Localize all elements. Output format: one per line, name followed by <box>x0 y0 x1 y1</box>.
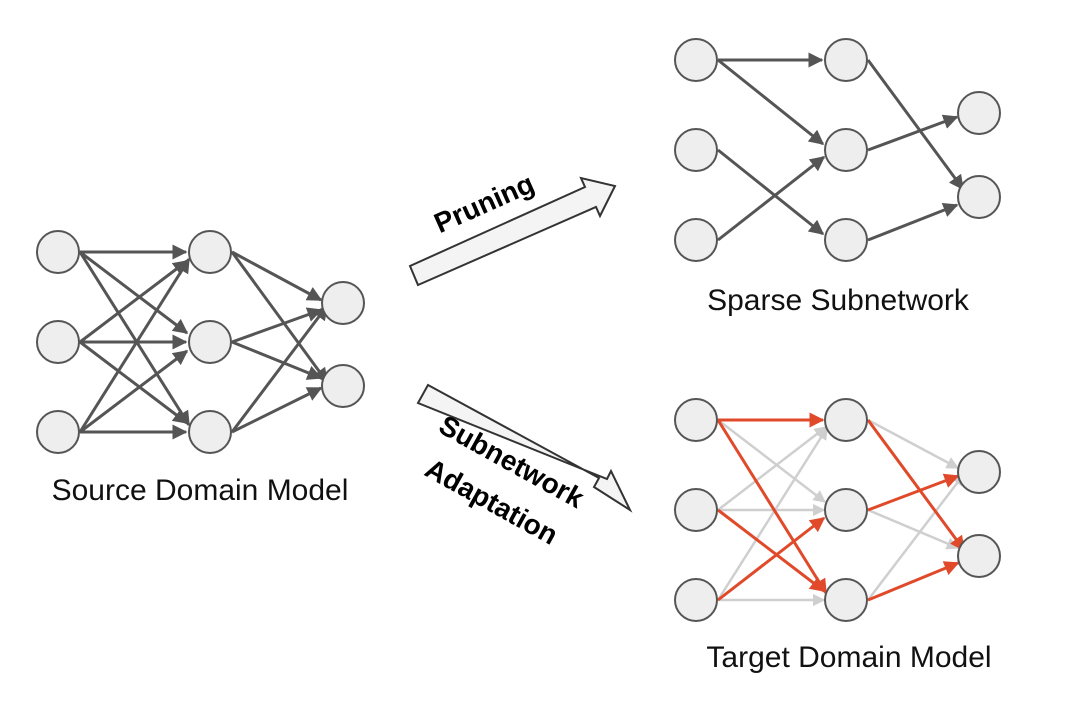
source-output-node-2 <box>321 364 365 408</box>
target-hidden-node-1 <box>824 398 868 442</box>
target-hidden-node-3 <box>824 578 868 622</box>
source-hidden-node-1 <box>188 230 232 274</box>
source-caption: Source Domain Model <box>52 474 349 507</box>
sparse-network: Sparse Subnetwork <box>674 38 1001 317</box>
target-input-node-2 <box>674 488 718 532</box>
sparse-hidden-node-3 <box>824 218 868 262</box>
sparse-output-node-1 <box>957 91 1001 135</box>
sparse-input-node-3 <box>674 218 718 262</box>
sparse-edges <box>717 52 965 242</box>
sparse-hidden-node-2 <box>824 128 868 172</box>
target-hidden-node-2 <box>824 488 868 532</box>
source-edges <box>78 244 329 440</box>
source-network: Source Domain Model <box>36 230 365 507</box>
adaptation-arrow-shape <box>416 383 633 513</box>
sparse-input-node-2 <box>674 128 718 172</box>
target-network: Target Domain Model <box>674 398 1001 674</box>
target-output-node-2 <box>957 534 1001 578</box>
source-hidden-node-3 <box>188 410 232 454</box>
pruning-arrow: Pruning <box>408 168 617 287</box>
source-input-node-3 <box>36 410 80 454</box>
sparse-output-node-2 <box>957 175 1001 219</box>
adaptation-arrow: Subnetwork Adaptation <box>416 383 633 551</box>
target-caption: Target Domain Model <box>706 641 991 674</box>
sparse-caption: Sparse Subnetwork <box>707 284 970 317</box>
target-input-node-3 <box>674 578 718 622</box>
pruning-arrow-shape <box>408 176 617 287</box>
source-output-node-1 <box>321 281 365 325</box>
source-input-node-1 <box>36 230 80 274</box>
target-inactive-edges <box>716 418 965 607</box>
source-hidden-node-2 <box>188 320 232 364</box>
target-input-node-1 <box>674 398 718 442</box>
target-adapted-edges <box>716 412 966 602</box>
target-output-node-1 <box>957 450 1001 494</box>
sparse-input-node-1 <box>674 38 718 82</box>
source-input-node-2 <box>36 320 80 364</box>
sparse-hidden-node-1 <box>824 38 868 82</box>
